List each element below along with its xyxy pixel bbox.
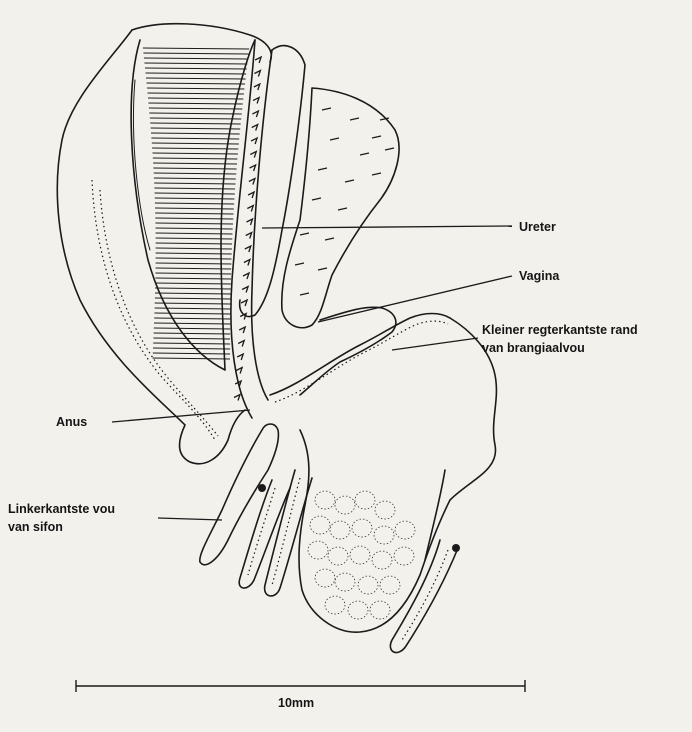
kleiner-label-line2: van brangiaalvou <box>482 341 585 355</box>
scale-bar-label: 10mm <box>278 696 314 710</box>
linker-label-line2: van sifon <box>8 520 63 534</box>
ureter-label: Ureter <box>519 220 556 234</box>
anus-label: Anus <box>56 415 87 429</box>
kleiner-label-line1: Kleiner regterkantste rand <box>482 323 638 337</box>
vagina-label: Vagina <box>519 269 560 283</box>
siphon-dark-spot <box>258 484 266 492</box>
linker-label-line1: Linkerkantste vou <box>8 502 115 516</box>
siphon-dark-spot-2 <box>452 544 460 552</box>
